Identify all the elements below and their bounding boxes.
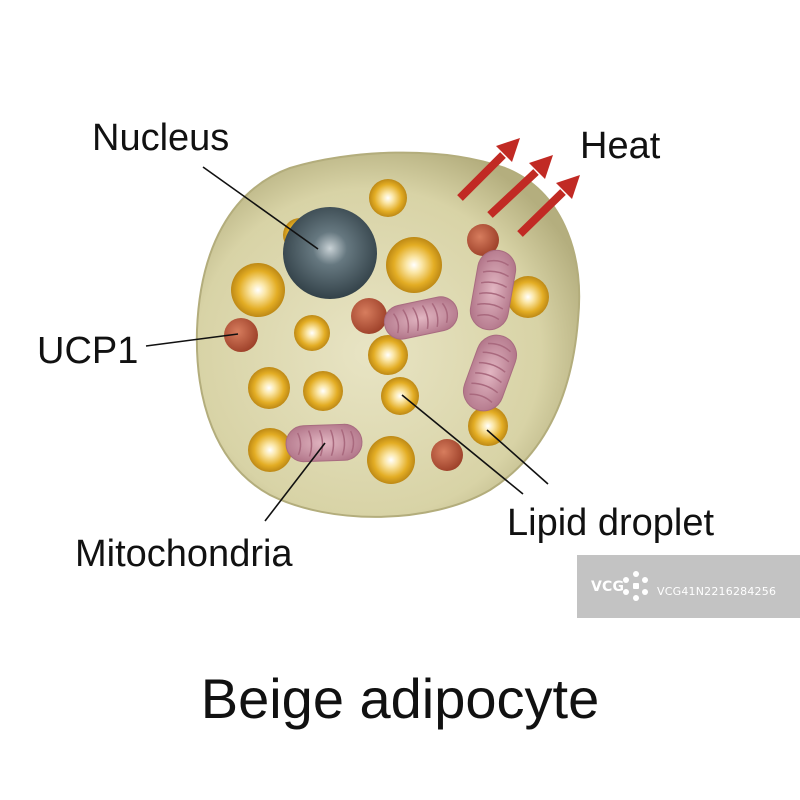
ucp1-protein bbox=[431, 439, 463, 471]
ucp1-proteins bbox=[224, 224, 499, 471]
lipid-droplet bbox=[381, 377, 419, 415]
heat-label: Heat bbox=[580, 125, 661, 167]
lipid-droplet bbox=[369, 179, 407, 217]
lipid-droplet-leader-line bbox=[486, 429, 549, 485]
watermark: VCG VCG41N2216284256 bbox=[577, 555, 800, 618]
nucleus-leader-line bbox=[202, 166, 319, 250]
mitochondria-label: Mitochondria bbox=[75, 533, 293, 575]
watermark-id-text: VCG41N2216284256 bbox=[657, 585, 776, 598]
lipid-droplet bbox=[386, 237, 442, 293]
mitochondrion bbox=[463, 334, 517, 412]
watermark-logo-text: VCG bbox=[591, 579, 624, 595]
heat-arrow-icon bbox=[457, 138, 520, 201]
ucp1-leader-line bbox=[145, 333, 239, 347]
nucleus bbox=[283, 207, 377, 299]
heat-arrow-icon bbox=[487, 155, 553, 218]
ucp1-label: UCP1 bbox=[37, 330, 138, 372]
lipid-droplet bbox=[248, 367, 290, 409]
mitochondria-group bbox=[285, 249, 517, 463]
ucp1-protein bbox=[467, 224, 499, 256]
lipid-droplet bbox=[248, 428, 292, 472]
diagram-title: Beige adipocyte bbox=[201, 667, 600, 730]
mitochondria-leader-line bbox=[264, 442, 326, 522]
lipid-droplet-leader-line bbox=[401, 394, 524, 495]
lipid-droplet bbox=[294, 315, 330, 351]
lipid-droplet bbox=[367, 436, 415, 484]
vcg-logo-icon bbox=[623, 571, 648, 601]
heat-arrow-icon bbox=[517, 175, 580, 237]
ucp1-protein bbox=[224, 318, 258, 352]
lipid-droplet bbox=[368, 335, 408, 375]
lipid-droplet bbox=[303, 371, 343, 411]
mitochondrion bbox=[469, 249, 517, 331]
lipid-droplet-label: Lipid droplet bbox=[507, 502, 714, 544]
leader-lines bbox=[145, 166, 549, 522]
lipid-droplet bbox=[468, 406, 508, 446]
lipid-droplet bbox=[507, 276, 549, 318]
lipid-droplet bbox=[231, 263, 285, 317]
nucleus-label: Nucleus bbox=[92, 117, 229, 159]
watermark-box bbox=[577, 555, 800, 618]
ucp1-protein bbox=[351, 298, 387, 334]
heat-arrows bbox=[457, 138, 580, 237]
mitochondrion bbox=[383, 296, 459, 340]
